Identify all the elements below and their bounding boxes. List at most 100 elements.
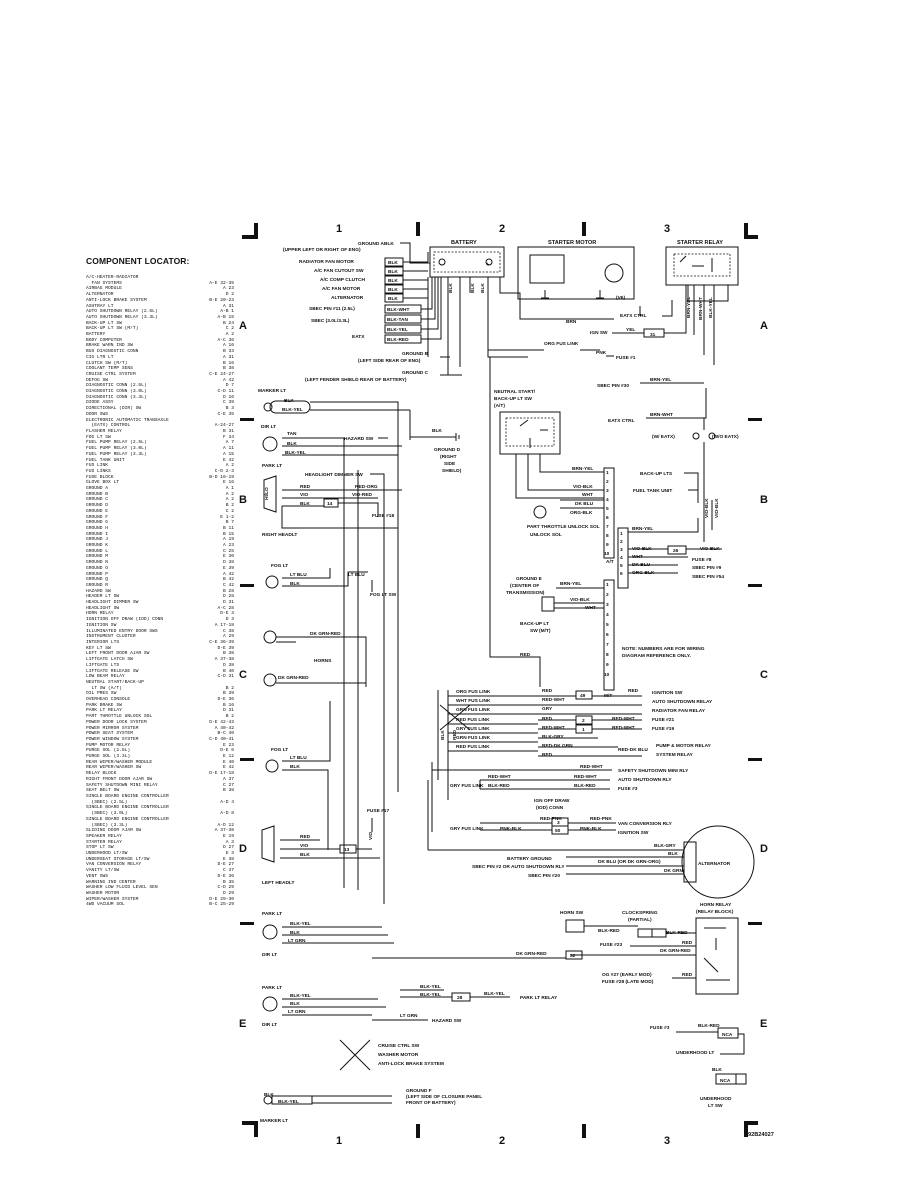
locator-grid-ref: D-E 36	[217, 873, 234, 879]
locator-grid-ref: A 23	[222, 286, 234, 292]
svg-text:(V6): (V6)	[616, 295, 625, 301]
locator-component: HEADLIGHT SW	[86, 605, 120, 611]
svg-text:RED-WHT: RED-WHT	[612, 725, 635, 731]
locator-grid-ref: D 16	[222, 394, 234, 400]
svg-text:SBEC PIN #2 OR AUTO SHUTDOWN R: SBEC PIN #2 OR AUTO SHUTDOWN RLY	[472, 864, 565, 870]
svg-text:RED-DK GRN: RED-DK GRN	[542, 743, 573, 749]
locator-grid-ref: D 38	[222, 560, 234, 566]
svg-text:SIDE: SIDE	[444, 461, 456, 467]
neutral-pin-block-2: 1 2 3 4 5 6	[617, 527, 629, 589]
locator-grid-ref: A-D 8	[220, 811, 234, 817]
svg-text:CRUISE CTRL SW: CRUISE CTRL SW	[378, 1043, 420, 1049]
locator-component: PARK LT RELAY	[86, 708, 122, 714]
grid-column-labels: 1 2 3 1 2 3	[336, 223, 670, 1147]
svg-text:(PARTIAL): (PARTIAL)	[628, 917, 652, 923]
svg-text:WHT: WHT	[582, 492, 593, 498]
svg-text:2: 2	[606, 592, 609, 598]
locator-grid-ref: E 19	[222, 833, 234, 839]
locator-component: VENT SWS	[86, 873, 109, 879]
svg-text:BLK-YEL: BLK-YEL	[387, 327, 408, 333]
locator-component: LEFT FRONT DOOR AJAR SW	[86, 651, 150, 657]
svg-text:3: 3	[557, 820, 560, 826]
locator-row: AUTO SHUTDOWN RELAY (2.5L)A-B 1	[86, 309, 234, 315]
locator-grid-ref: E 38	[222, 856, 234, 862]
locator-grid-ref: B 11	[222, 525, 234, 531]
svg-text:VIO-BLK: VIO-BLK	[704, 498, 710, 518]
svg-text:BLK-RED: BLK-RED	[598, 928, 620, 934]
svg-text:EATX CTRL: EATX CTRL	[620, 313, 647, 319]
svg-text:RED-ORG: RED-ORG	[355, 484, 378, 490]
svg-text:9: 9	[606, 662, 609, 668]
svg-text:BRN-YEL: BRN-YEL	[686, 297, 692, 318]
svg-text:6: 6	[606, 632, 609, 638]
row-label-c: C	[239, 669, 247, 681]
locator-component: CIG LTR LT	[86, 354, 114, 360]
locator-grid-ref: D 2	[225, 292, 234, 298]
svg-text:DIR LT: DIR LT	[262, 1022, 277, 1028]
locator-grid-ref: E 39	[222, 565, 234, 571]
svg-text:FUSE #18: FUSE #18	[372, 513, 394, 519]
svg-text:RADIATOR FAN MOTOR: RADIATOR FAN MOTOR	[299, 259, 354, 265]
locator-grid-ref: E 30	[222, 554, 234, 560]
svg-text:BLK-RED: BLK-RED	[387, 337, 409, 343]
svg-text:PARK LT: PARK LT	[262, 911, 282, 917]
locator-row: FUEL PUMP RELAY (3.0L)A 11	[86, 446, 234, 452]
locator-component: GROUND R	[86, 582, 109, 588]
svg-text:VAN CONVERSION RLY: VAN CONVERSION RLY	[618, 821, 673, 827]
svg-text:BLK-YEL: BLK-YEL	[420, 992, 441, 998]
svg-text:(UPPER LEFT OR RIGHT OF ENG): (UPPER LEFT OR RIGHT OF ENG)	[283, 247, 361, 253]
locator-grid-ref: C 25	[222, 548, 234, 554]
locator-component: SEAT BELT SW	[86, 788, 120, 794]
svg-text:PARK LT: PARK LT	[262, 985, 282, 991]
svg-text:SYSTEM RELAY: SYSTEM RELAY	[656, 752, 694, 758]
locator-grid-ref: B 2	[225, 714, 234, 720]
locator-component: PART THROTTLE UNLOCK SOL	[86, 714, 153, 720]
svg-text:VIO-BLK: VIO-BLK	[714, 498, 720, 518]
svg-text:OG #27 (EARLY MOD): OG #27 (EARLY MOD)	[602, 972, 652, 978]
svg-text:(LEFT SIDE REAR OF ENG): (LEFT SIDE REAR OF ENG)	[358, 358, 421, 364]
svg-text:HEADLIGHT DIMMER SW: HEADLIGHT DIMMER SW	[305, 472, 363, 478]
svg-text:FUSE #3: FUSE #3	[650, 1025, 670, 1031]
svg-text:BRN-YEL: BRN-YEL	[560, 581, 581, 587]
svg-text:PUMP & MOTOR RELAY: PUMP & MOTOR RELAY	[656, 743, 712, 749]
svg-text:9: 9	[606, 542, 609, 548]
locator-grid-ref: D 29	[222, 890, 234, 896]
svg-text:FUSE #21: FUSE #21	[652, 717, 674, 723]
locator-grid-ref: B 33	[222, 349, 234, 355]
locator-component: AUTO SHUTDOWN RELAY (3.3L)	[86, 314, 158, 320]
svg-text:4: 4	[620, 555, 623, 561]
neutral-start-sw	[499, 411, 561, 455]
svg-text:1: 1	[582, 727, 585, 733]
locator-row: NEUTRAL START/BACK-UP	[86, 680, 234, 686]
locator-component: LT SW (A/T)	[86, 685, 122, 691]
svg-text:FUSE #19: FUSE #19	[652, 726, 674, 732]
locator-component: FUEL PUMP RELAY (3.0L)	[86, 446, 147, 452]
locator-row: (SBEC) (3.3L)A-D 12	[86, 823, 235, 829]
svg-text:BLK-YEL: BLK-YEL	[290, 993, 311, 999]
svg-text:IGN OFF DRAW: IGN OFF DRAW	[534, 798, 570, 804]
svg-text:BLK-RED: BLK-RED	[698, 1023, 720, 1029]
svg-text:DK GRN-RED: DK GRN-RED	[310, 631, 341, 637]
row-label-c-right: C	[760, 669, 768, 681]
svg-text:HORNS: HORNS	[314, 658, 332, 664]
locator-grid-ref: A-C 28	[217, 605, 234, 611]
svg-text:28: 28	[457, 995, 463, 1001]
locator-grid-ref: C 37	[222, 868, 234, 874]
locator-component: GROUND L	[86, 548, 109, 554]
locator-grid-ref: E 42	[222, 765, 234, 771]
svg-text:7: 7	[606, 642, 609, 648]
svg-text:LT BLU: LT BLU	[290, 572, 307, 578]
